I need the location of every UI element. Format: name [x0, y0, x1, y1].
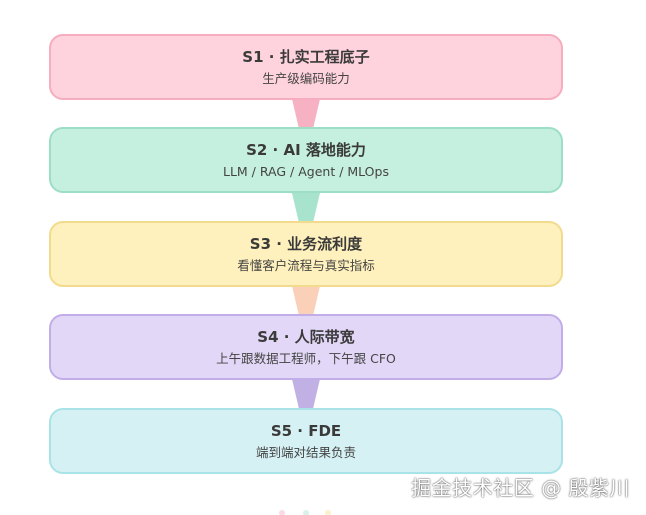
- stage-title: S3 · 业务流利度: [249, 234, 363, 253]
- stage-box-s3: S3 · 业务流利度 看懂客户流程与真实指标: [49, 221, 563, 287]
- stage-box-s2: S2 · AI 落地能力 LLM / RAG / Agent / MLOps: [49, 127, 563, 193]
- stage-box-s4: S4 · 人际带宽 上午跟数据工程师，下午跟 CFO: [49, 314, 563, 380]
- connector-arrow-1: [292, 99, 320, 133]
- stage-title: S1 · 扎实工程底子: [242, 47, 370, 66]
- stage-title: S5 · FDE: [270, 421, 342, 440]
- stage-subtitle: 端到端对结果负责: [255, 444, 356, 460]
- decorative-dots: [279, 510, 331, 515]
- connector-arrow-2: [292, 193, 320, 227]
- stage-title: S4 · 人际带宽: [257, 327, 355, 346]
- stage-subtitle: LLM / RAG / Agent / MLOps: [223, 163, 389, 179]
- connector-shape-3: [292, 286, 320, 320]
- connector-shape-4: [292, 379, 320, 413]
- watermark-text: 掘金技术社区 @ 殷紫川: [411, 476, 630, 500]
- stage-subtitle: 生产级编码能力: [262, 70, 350, 86]
- stage-title: S2 · AI 落地能力: [246, 140, 366, 159]
- stage-subtitle: 看懂客户流程与真实指标: [237, 257, 375, 273]
- stage-box-s1: S1 · 扎实工程底子 生产级编码能力: [49, 34, 563, 100]
- connector-arrow-4: [292, 379, 320, 413]
- stage-subtitle: 上午跟数据工程师，下午跟 CFO: [216, 350, 396, 366]
- stage-box-s5: S5 · FDE 端到端对结果负责: [49, 408, 563, 474]
- connector-shape-1: [292, 99, 320, 133]
- connector-arrow-3: [292, 286, 320, 320]
- connector-shape-2: [292, 193, 320, 227]
